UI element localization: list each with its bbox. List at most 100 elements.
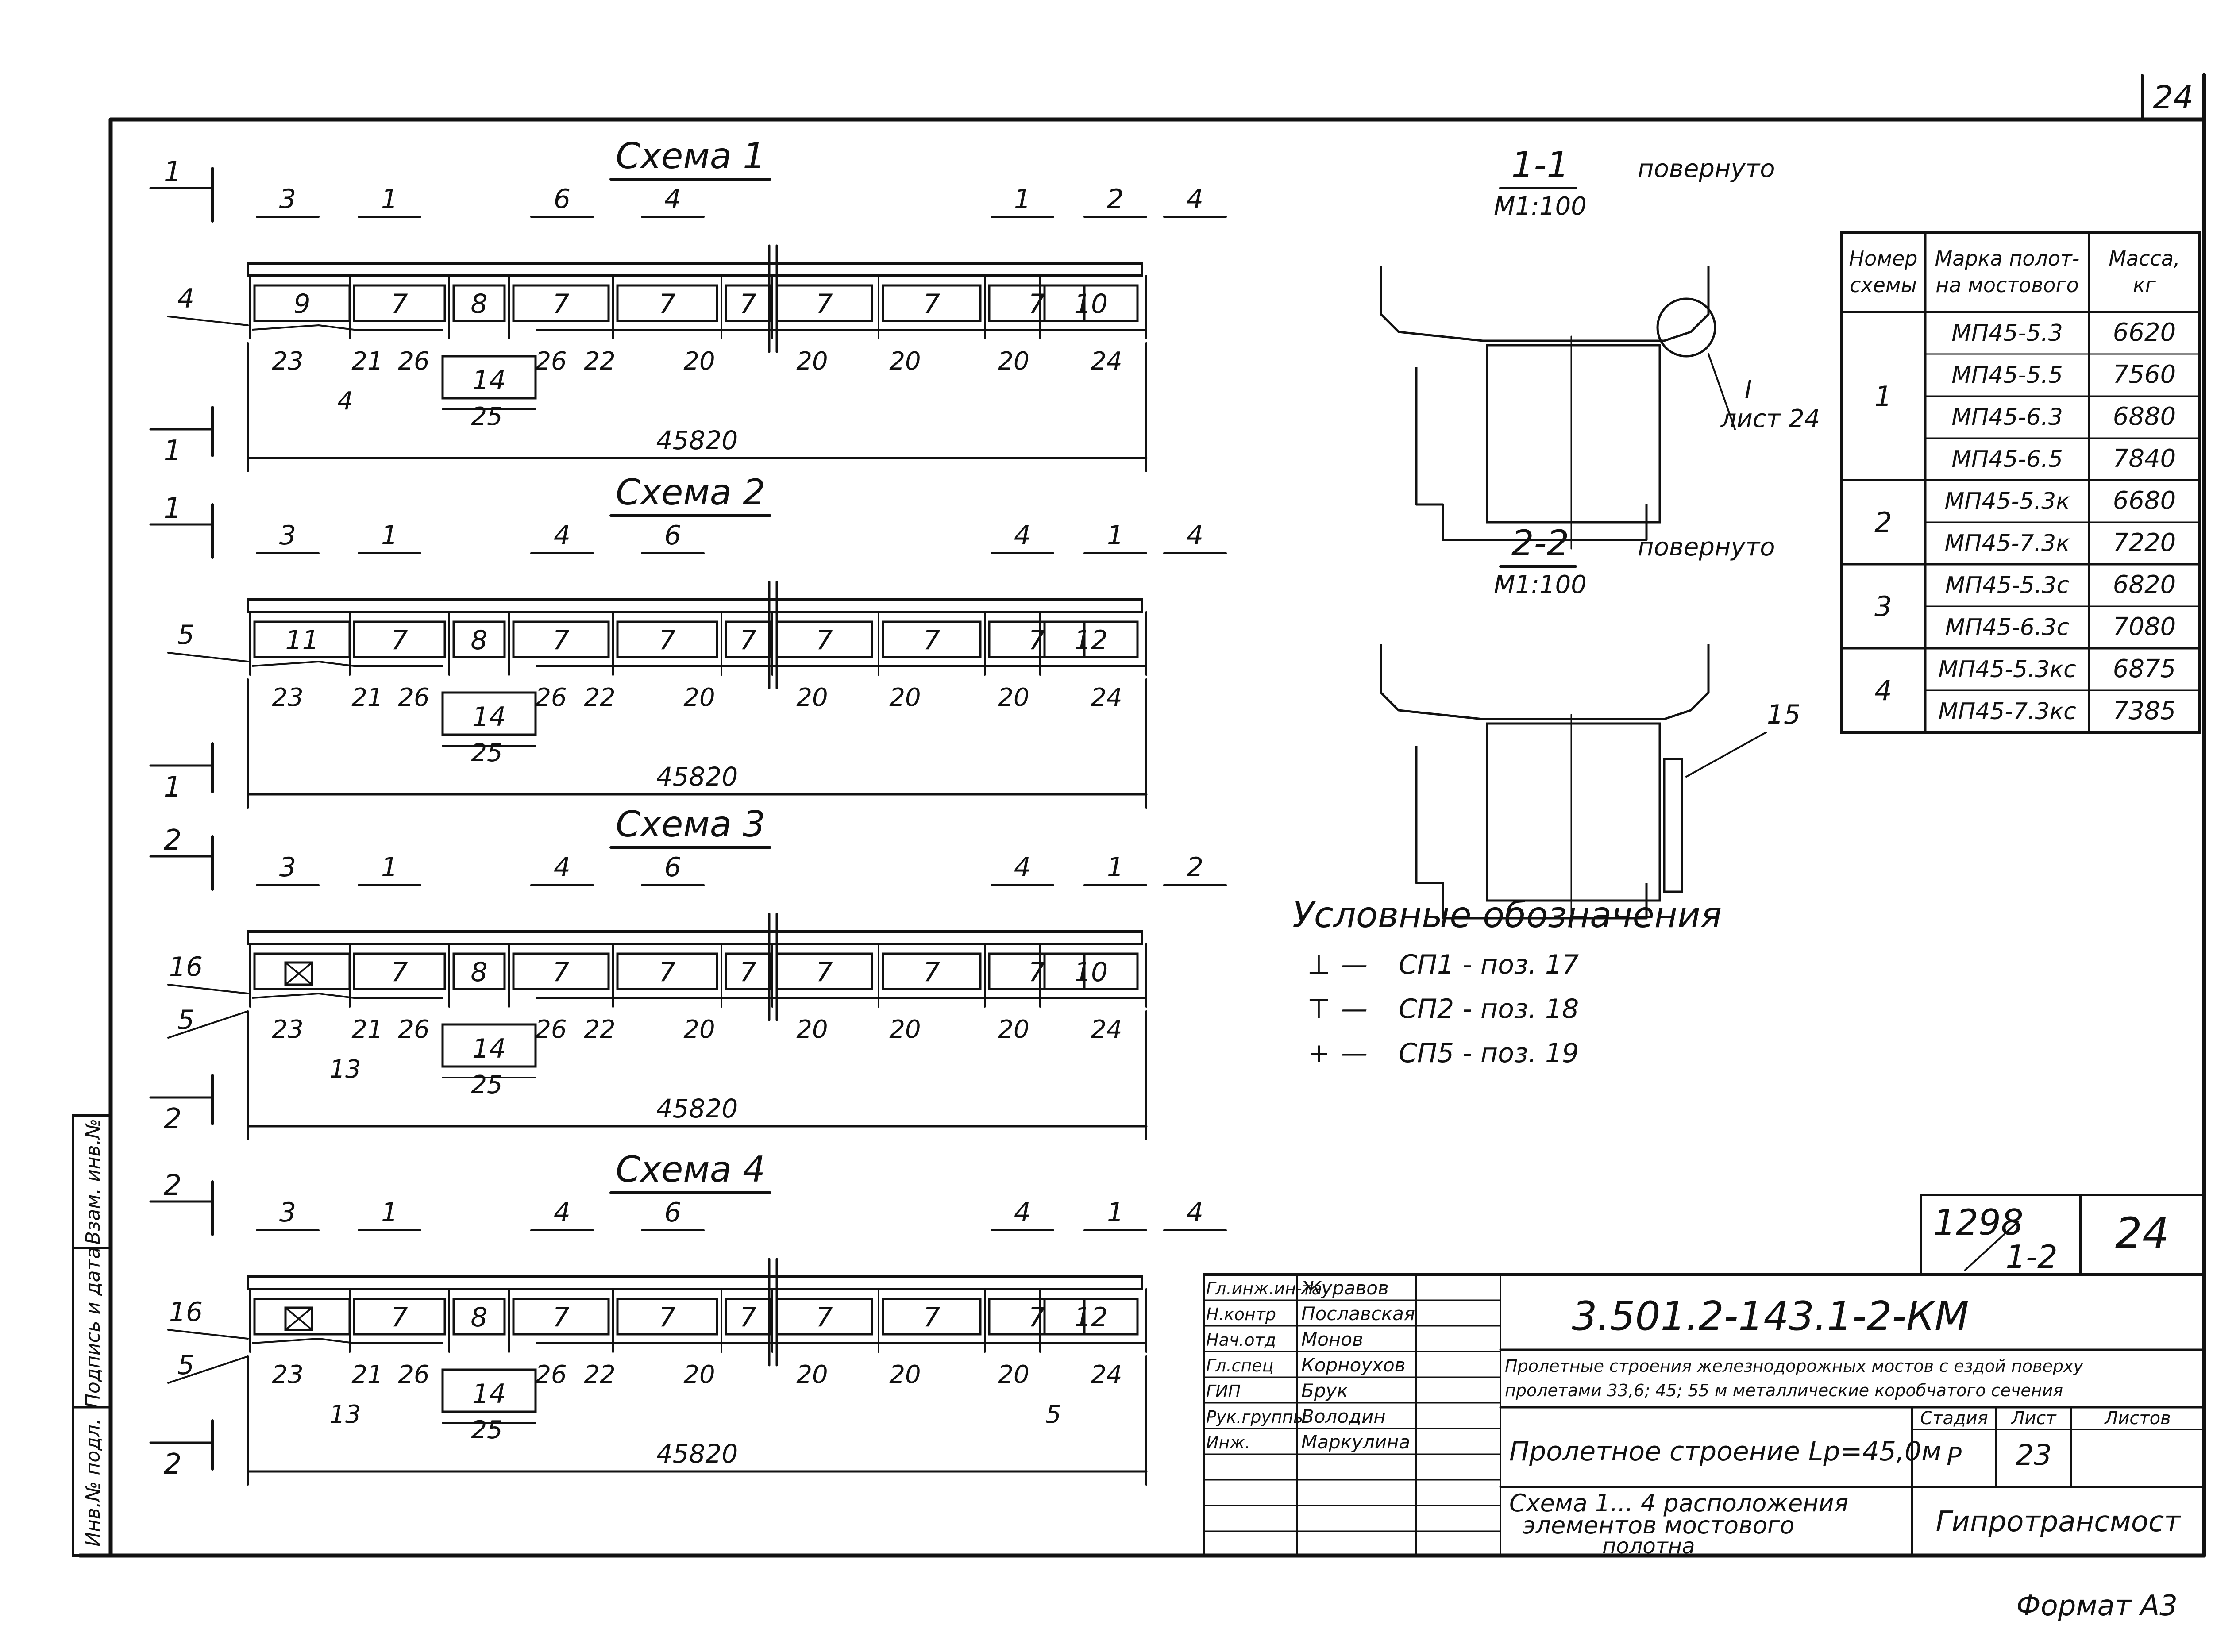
plate-number: 14 xyxy=(472,1033,506,1064)
panel-4 xyxy=(512,1298,610,1336)
callout-leader xyxy=(167,652,249,662)
bottom-strip xyxy=(252,1338,1146,1344)
panel-number: 7 xyxy=(391,625,408,656)
panel-number: 9 xyxy=(293,289,310,320)
stamp-slash xyxy=(1964,1221,2019,1271)
mass-table-mark: МП45-5.5 xyxy=(1951,362,2063,389)
callout-label: 16 xyxy=(169,1297,203,1328)
panel-9 xyxy=(988,284,1086,322)
plate-number: 21 xyxy=(351,683,383,712)
mass-table-scheme: 2 xyxy=(1874,506,1892,539)
mass-table-scheme: 1 xyxy=(1874,380,1892,412)
panel-number: 7 xyxy=(552,625,569,656)
plate-number: 23 xyxy=(272,1015,303,1044)
section-box xyxy=(1486,722,1661,902)
binding-label: Взам. инв.№ xyxy=(82,1119,104,1245)
panel-number: 7 xyxy=(391,1302,408,1333)
plate-number: 20 xyxy=(998,1015,1029,1044)
panel-number: 7 xyxy=(923,957,940,988)
panel-number: 7 xyxy=(1028,289,1045,320)
section-marker: 2 xyxy=(164,1448,182,1481)
panel-3 xyxy=(452,1298,506,1336)
callout-label: 4 xyxy=(1187,1197,1203,1228)
tb-name: Брук xyxy=(1301,1380,1348,1402)
stiffener-15 xyxy=(1663,758,1683,893)
plate-number: 26 xyxy=(535,1360,567,1389)
callout-label: 1 xyxy=(381,852,398,883)
plate-number: 20 xyxy=(796,1015,828,1044)
panel-5 xyxy=(616,952,718,990)
mass-table-mass: 6875 xyxy=(2113,655,2176,683)
callout-label: 13 xyxy=(329,1055,361,1084)
binding-strip-box xyxy=(72,1114,112,1557)
mass-table-header: Номер xyxy=(1849,246,1918,270)
callout-label: 4 xyxy=(664,184,681,215)
plate-number: 20 xyxy=(889,1360,921,1389)
legend-dash: — xyxy=(1341,1038,1368,1069)
tb-role: Инж. xyxy=(1206,1433,1250,1452)
plate-number: 21 xyxy=(351,347,383,376)
callout-label: 1 xyxy=(381,184,398,215)
legend-text: СП5 - поз. 19 xyxy=(1399,1038,1579,1069)
panel-5 xyxy=(616,620,718,658)
panel-2 xyxy=(353,620,446,658)
panel-number: 7 xyxy=(816,1302,833,1333)
panel-number: 7 xyxy=(923,625,940,656)
plate-number: 20 xyxy=(889,347,921,376)
mass-table-mark: МП45-6.3с xyxy=(1945,614,2069,641)
mass-table-mark: МП45-5.3к xyxy=(1944,488,2070,515)
section-scale: М1:100 xyxy=(1494,192,1587,221)
tb-stage-label: Стадия xyxy=(1920,1408,1988,1429)
callout-label: 4 xyxy=(337,387,353,416)
section-marker: 1 xyxy=(164,156,182,189)
mass-table-mass: 6620 xyxy=(2113,318,2176,347)
section-marker: 2 xyxy=(164,1169,182,1202)
tb-sheet-no: 23 xyxy=(2016,1439,2051,1472)
plate-number: 14 xyxy=(472,1379,506,1409)
tb-name: Володин xyxy=(1301,1406,1386,1427)
mass-table-mark: МП45-5.3 xyxy=(1951,320,2063,347)
plate-number: 24 xyxy=(1091,1360,1122,1389)
plate-number: 20 xyxy=(683,1015,715,1044)
section-title: 2-2 xyxy=(1511,523,1569,564)
plate-number: 20 xyxy=(683,683,715,712)
plate-number: 20 xyxy=(796,1360,828,1389)
legend-symbol: ⊥ xyxy=(1307,949,1330,980)
plate-14 xyxy=(441,691,537,736)
plate-number: 20 xyxy=(889,1015,921,1044)
plate-number: 20 xyxy=(889,683,921,712)
panel-number: 8 xyxy=(470,625,487,656)
panel-number: 7 xyxy=(923,289,940,320)
panel-4 xyxy=(512,284,610,322)
callout-leader xyxy=(167,1010,249,1039)
detail-circle xyxy=(1656,297,1716,358)
callout-label: 6 xyxy=(664,1197,681,1228)
section-callout: 15 xyxy=(1767,699,1800,730)
tb-name: Пославская xyxy=(1301,1303,1415,1325)
plate-number: 25 xyxy=(471,402,502,431)
panel-number: 7 xyxy=(391,289,408,320)
plate-number: 22 xyxy=(584,1015,615,1044)
bottom-strip xyxy=(252,661,1146,667)
section-box xyxy=(1486,344,1661,524)
deck-plate xyxy=(247,930,1143,945)
plate-number: 24 xyxy=(1091,683,1122,712)
panel-number: 7 xyxy=(740,1302,756,1333)
panel-number: 7 xyxy=(740,957,756,988)
deck-plate xyxy=(247,1275,1143,1290)
section-scale: М1:100 xyxy=(1494,570,1587,599)
panel-number: 7 xyxy=(816,625,833,656)
fill-box-cross xyxy=(285,1307,313,1331)
tb-role: ГИП xyxy=(1206,1382,1241,1401)
callout-label: 5 xyxy=(177,620,194,651)
tb-name: Корноухов xyxy=(1301,1354,1406,1376)
panel-9 xyxy=(988,952,1086,990)
tb-project: пролетами 33,6; 45; 55 м металлические к… xyxy=(1505,1381,2063,1400)
panel-number: 8 xyxy=(470,957,487,988)
tb-name: Журавов xyxy=(1300,1277,1389,1299)
scheme-title: Схема 2 xyxy=(616,472,765,513)
